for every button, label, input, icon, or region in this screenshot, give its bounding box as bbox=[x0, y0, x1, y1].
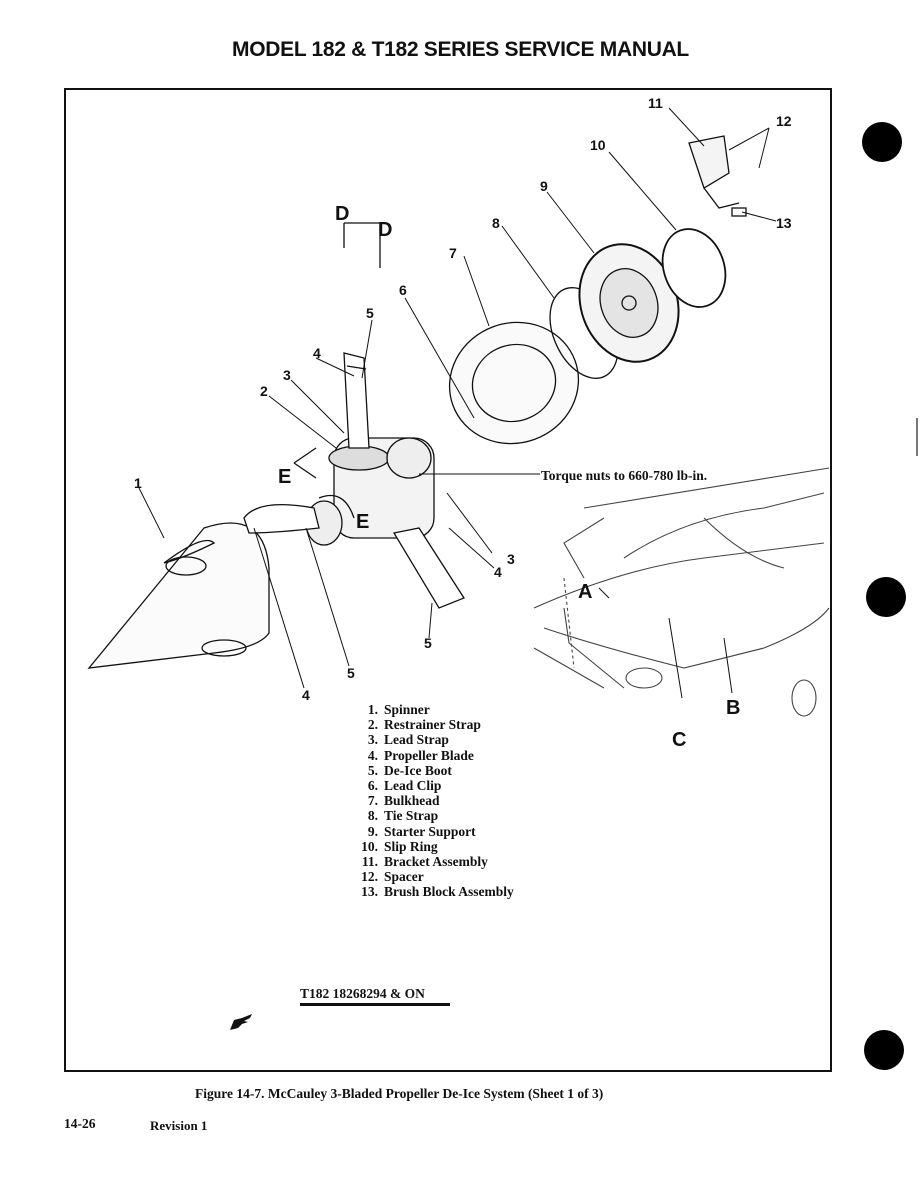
callout-4: 4 bbox=[313, 345, 321, 361]
legend-item: 7.Bulkhead bbox=[367, 793, 440, 809]
callout-11: 11 bbox=[648, 95, 663, 111]
callout-3b: 3 bbox=[507, 551, 515, 567]
binder-hole bbox=[866, 577, 906, 617]
legend-item: 8.Tie Strap bbox=[367, 808, 439, 824]
torque-note: Torque nuts to 660-780 lb-in. bbox=[541, 468, 708, 483]
legend-item: 13.Brush Block Assembly bbox=[361, 884, 514, 900]
spinner-drawing bbox=[87, 522, 270, 669]
legend-item: 3.Lead Strap bbox=[367, 732, 449, 748]
callout-2: 2 bbox=[260, 383, 268, 399]
bulkhead-drawing bbox=[448, 321, 580, 445]
figure-frame bbox=[64, 88, 832, 1072]
legend-item: 12.Spacer bbox=[361, 869, 424, 885]
callout-5c: 5 bbox=[347, 665, 355, 681]
callout-4c: 4 bbox=[302, 687, 310, 703]
callout-13: 13 bbox=[776, 215, 792, 231]
binder-hole bbox=[864, 1030, 904, 1070]
legend-item: 1.Spinner bbox=[367, 702, 430, 717]
revision-label: Revision 1 bbox=[150, 1118, 208, 1133]
legend-item: 10.Slip Ring bbox=[361, 838, 438, 854]
view-letter-a: A bbox=[578, 581, 592, 603]
legend-item: 2.Restrainer Strap bbox=[367, 717, 481, 733]
callout-4b: 4 bbox=[494, 564, 502, 580]
propeller-hub-drawing bbox=[243, 352, 465, 609]
view-letter-d1: D bbox=[335, 203, 349, 225]
leader-lines bbox=[138, 107, 777, 699]
legend-item: 5.De-Ice Boot bbox=[367, 762, 452, 778]
change-hand-icon bbox=[230, 1014, 252, 1030]
binder-hole bbox=[862, 122, 902, 162]
callout-3: 3 bbox=[283, 367, 291, 383]
callout-9: 9 bbox=[540, 178, 548, 194]
legend-item: 6.Lead Clip bbox=[367, 778, 442, 794]
callout-5b: 5 bbox=[424, 635, 432, 651]
section-arrows bbox=[293, 222, 381, 479]
brush-block-drawing bbox=[688, 135, 747, 217]
callout-7: 7 bbox=[449, 245, 457, 261]
starter-support-drawing bbox=[578, 243, 680, 363]
legend-item: 9.Starter Support bbox=[367, 823, 476, 839]
view-letter-c: C bbox=[672, 729, 686, 751]
scan-edge-mark bbox=[916, 418, 918, 456]
callout-10: 10 bbox=[590, 137, 606, 153]
effectivity-note: T182 18268294 & ON bbox=[300, 986, 450, 1006]
parts-legend: 1.Spinner 2.Restrainer Strap 3.Lead Stra… bbox=[348, 702, 514, 900]
view-letter-d2: D bbox=[378, 219, 392, 241]
manual-title: MODEL 182 & T182 SERIES SERVICE MANUAL bbox=[232, 38, 689, 61]
propeller-deice-illustration: 1 2 3 3 4 4 4 5 5 5 6 7 8 9 10 11 12 13 … bbox=[87, 95, 830, 751]
legend-item: 11.Bracket Assembly bbox=[361, 854, 488, 870]
callout-12: 12 bbox=[776, 113, 792, 129]
callout-numbers: 1 2 3 3 4 4 4 5 5 5 6 7 8 9 10 11 12 13 bbox=[134, 95, 792, 703]
view-letter-b: B bbox=[726, 697, 740, 719]
aircraft-location-drawing bbox=[533, 467, 830, 717]
callout-6: 6 bbox=[399, 282, 407, 298]
view-letter-e2: E bbox=[356, 511, 369, 533]
page-number: 14-26 bbox=[64, 1116, 96, 1131]
view-letter-e1: E bbox=[278, 466, 291, 488]
callout-8: 8 bbox=[492, 215, 500, 231]
callout-1: 1 bbox=[134, 475, 142, 491]
view-letters: A B C D D E E bbox=[278, 203, 740, 751]
callout-5: 5 bbox=[366, 305, 374, 321]
legend-item: 4.Propeller Blade bbox=[367, 747, 474, 763]
figure-caption: Figure 14-7. McCauley 3-Bladed Propeller… bbox=[195, 1086, 604, 1101]
